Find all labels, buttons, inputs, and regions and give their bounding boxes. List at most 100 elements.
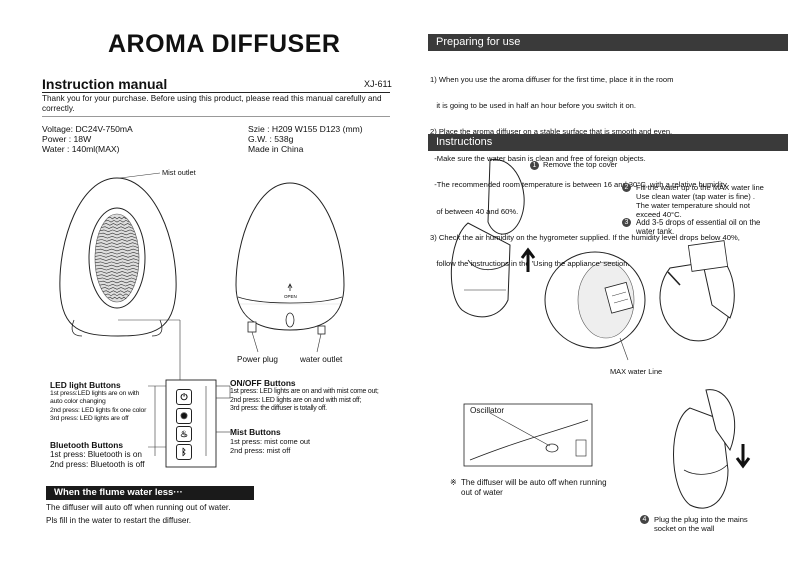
diffuser-side-outline <box>235 182 345 331</box>
grille-line <box>107 296 127 300</box>
step-3-line-1: Add 3-5 drops of essential oil on the <box>636 218 761 227</box>
bluetooth-button-icon[interactable]: ᛒ <box>176 444 192 460</box>
preparing-bar: Preparing for use <box>428 34 788 51</box>
led-line-4: 3rd press: LED lights are off <box>50 415 129 423</box>
grille-line <box>95 261 139 265</box>
power-plug-jack <box>247 321 257 333</box>
prep-line-8: follow the instructions in the 'Using th… <box>430 259 630 269</box>
step-1-text: Remove the top cover <box>543 160 618 169</box>
led-button-icon[interactable]: ✺ <box>176 408 192 424</box>
flume-text: The diffuser will auto off when running … <box>46 503 230 526</box>
water-outlet-plug <box>317 325 326 335</box>
grille-line <box>95 264 139 268</box>
grille-line <box>97 277 137 281</box>
bluetooth-line-1: 1st press: Bluetooth is on <box>50 450 142 459</box>
bluetooth-buttons-title: Bluetooth Buttons <box>50 440 124 450</box>
led-line-2: auto color changing <box>50 398 106 406</box>
grille-line <box>96 271 138 274</box>
prep-line-5: -The recommended room temperature is bet… <box>430 180 727 190</box>
mist-line-2: 2nd press: mist off <box>230 446 291 456</box>
model-number: XJ-611 <box>364 79 392 89</box>
mist-button-icon[interactable]: ♨ <box>176 426 192 442</box>
onoff-line-1: 1st press: LED lights are on and with mi… <box>230 388 379 395</box>
specs-right: Szie : H209 W155 D123 (mm) G.W. : 538g M… <box>248 124 363 155</box>
led-line-3: 2nd press: LED lights fix one color <box>50 406 147 414</box>
open-label: OPEN <box>284 294 297 299</box>
grille-line <box>102 290 132 293</box>
grille-line <box>96 274 138 277</box>
step-2-line-1: Fill the water up to the MAX water line <box>636 183 764 192</box>
max-water-line-label: MAX water Line <box>610 367 663 376</box>
step-2-line-4: exceed 40°C. <box>636 210 682 219</box>
specs-left: Voltage: DC24V-750mA Power : 18W Water :… <box>42 124 133 155</box>
down-arrow <box>735 444 751 469</box>
grille-line <box>96 239 138 242</box>
mist-line-1: 1st press: mist come out <box>230 437 311 446</box>
grille-line <box>94 258 140 261</box>
power-plug-label: Power plug <box>237 355 278 364</box>
diffuser-base-step4 <box>673 407 729 509</box>
grille-line <box>96 242 138 245</box>
note-line-1: The diffuser will be auto off when runni… <box>461 478 607 487</box>
led-buttons-title: LED light Buttons <box>50 380 121 390</box>
onoff-buttons-title: ON/OFF Buttons <box>230 378 296 388</box>
oscillator-box <box>463 403 593 467</box>
led-line-1: 1st press:LED lights are on with <box>50 390 140 397</box>
top-cover-step1 <box>487 159 525 235</box>
grille-line <box>107 216 127 220</box>
flume-line-2: Pls fill in the water to restart the dif… <box>46 516 192 525</box>
heading-rule <box>42 92 390 93</box>
step-2-line-2: Use clean water (tap water is fine) . <box>636 192 756 201</box>
intro-rule <box>42 116 390 117</box>
grille-line <box>95 245 139 249</box>
oscillator-label: Oscillator <box>470 406 505 415</box>
step-3-number: 3 <box>622 218 631 227</box>
spec-voltage: Voltage: DC24V-750mA <box>42 124 133 134</box>
step-4-line-1: Plug the plug into the mains <box>654 515 748 524</box>
spec-water: Water : 140ml(MAX) <box>42 144 120 155</box>
document-title: AROMA DIFFUSER <box>108 30 341 58</box>
prep-line-3: 2) Place the aroma diffuser on a stable … <box>430 127 673 137</box>
step-4-line-2: socket on the wall <box>654 524 715 533</box>
grille-line <box>102 223 132 226</box>
prep-line-1: 1) When you use the aroma diffuser for t… <box>430 74 674 84</box>
spec-origin: Made in China <box>248 144 304 155</box>
mist-buttons-block: Mist Buttons 1st press: mist come out 2n… <box>230 427 310 455</box>
onoff-button-icon[interactable]: ⏻ <box>176 389 192 405</box>
diffuser-base-step1 <box>450 222 511 318</box>
step-3: 3 Add 3-5 drops of essential oil on the … <box>622 218 760 236</box>
onoff-buttons-block: ON/OFF Buttons 1st press: LED lights are… <box>230 378 400 414</box>
prep-line-7: 3) Check the air humidity on the hygrome… <box>430 232 740 242</box>
measuring-cup <box>604 281 634 314</box>
mist-buttons-title: Mist Buttons <box>230 427 281 437</box>
led-buttons-block: LED light Buttons 1st press:LED lights a… <box>50 380 162 424</box>
prep-line-6: of between 40 and 60%. <box>430 206 519 216</box>
grille-line <box>104 293 130 297</box>
grille-line <box>98 280 136 284</box>
flume-line-1: The diffuser will auto off when running … <box>46 503 231 512</box>
step-4-number: 4 <box>640 515 649 524</box>
step-2: 2 Fill the water up to the MAX water lin… <box>622 183 764 219</box>
instructions-bar: Instructions <box>428 134 788 151</box>
spec-power: Power : 18W <box>42 134 92 145</box>
grille-line <box>95 248 139 252</box>
grille-line <box>101 226 134 229</box>
manual-heading: Instruction manual <box>42 76 168 92</box>
spec-weight: G.W. : 538g <box>248 134 294 145</box>
grille-line <box>95 267 139 271</box>
mist-outlet-label: Mist outlet <box>162 168 196 177</box>
step-2-line-3: The water temperature should not <box>636 201 750 210</box>
step-1: 1 Remove the top cover <box>530 160 617 170</box>
onoff-line-3: 3rd press: the diffuser is totally off. <box>230 405 327 413</box>
grille-line <box>99 283 135 287</box>
grille-line <box>98 232 136 236</box>
auto-off-note: ※ The diffuser will be auto off when run… <box>450 478 607 498</box>
step-3-line-2: water tank. <box>636 227 675 236</box>
step-2-number: 2 <box>622 183 631 192</box>
note-mark: ※ <box>450 478 457 487</box>
step-1-number: 1 <box>530 160 539 170</box>
prep-line-2: it is going to be used in half an hour b… <box>430 100 636 110</box>
bluetooth-line-2: 2nd press: Bluetooth is off <box>50 460 145 469</box>
preparing-text: 1) When you use the aroma diffuser for t… <box>430 58 785 278</box>
